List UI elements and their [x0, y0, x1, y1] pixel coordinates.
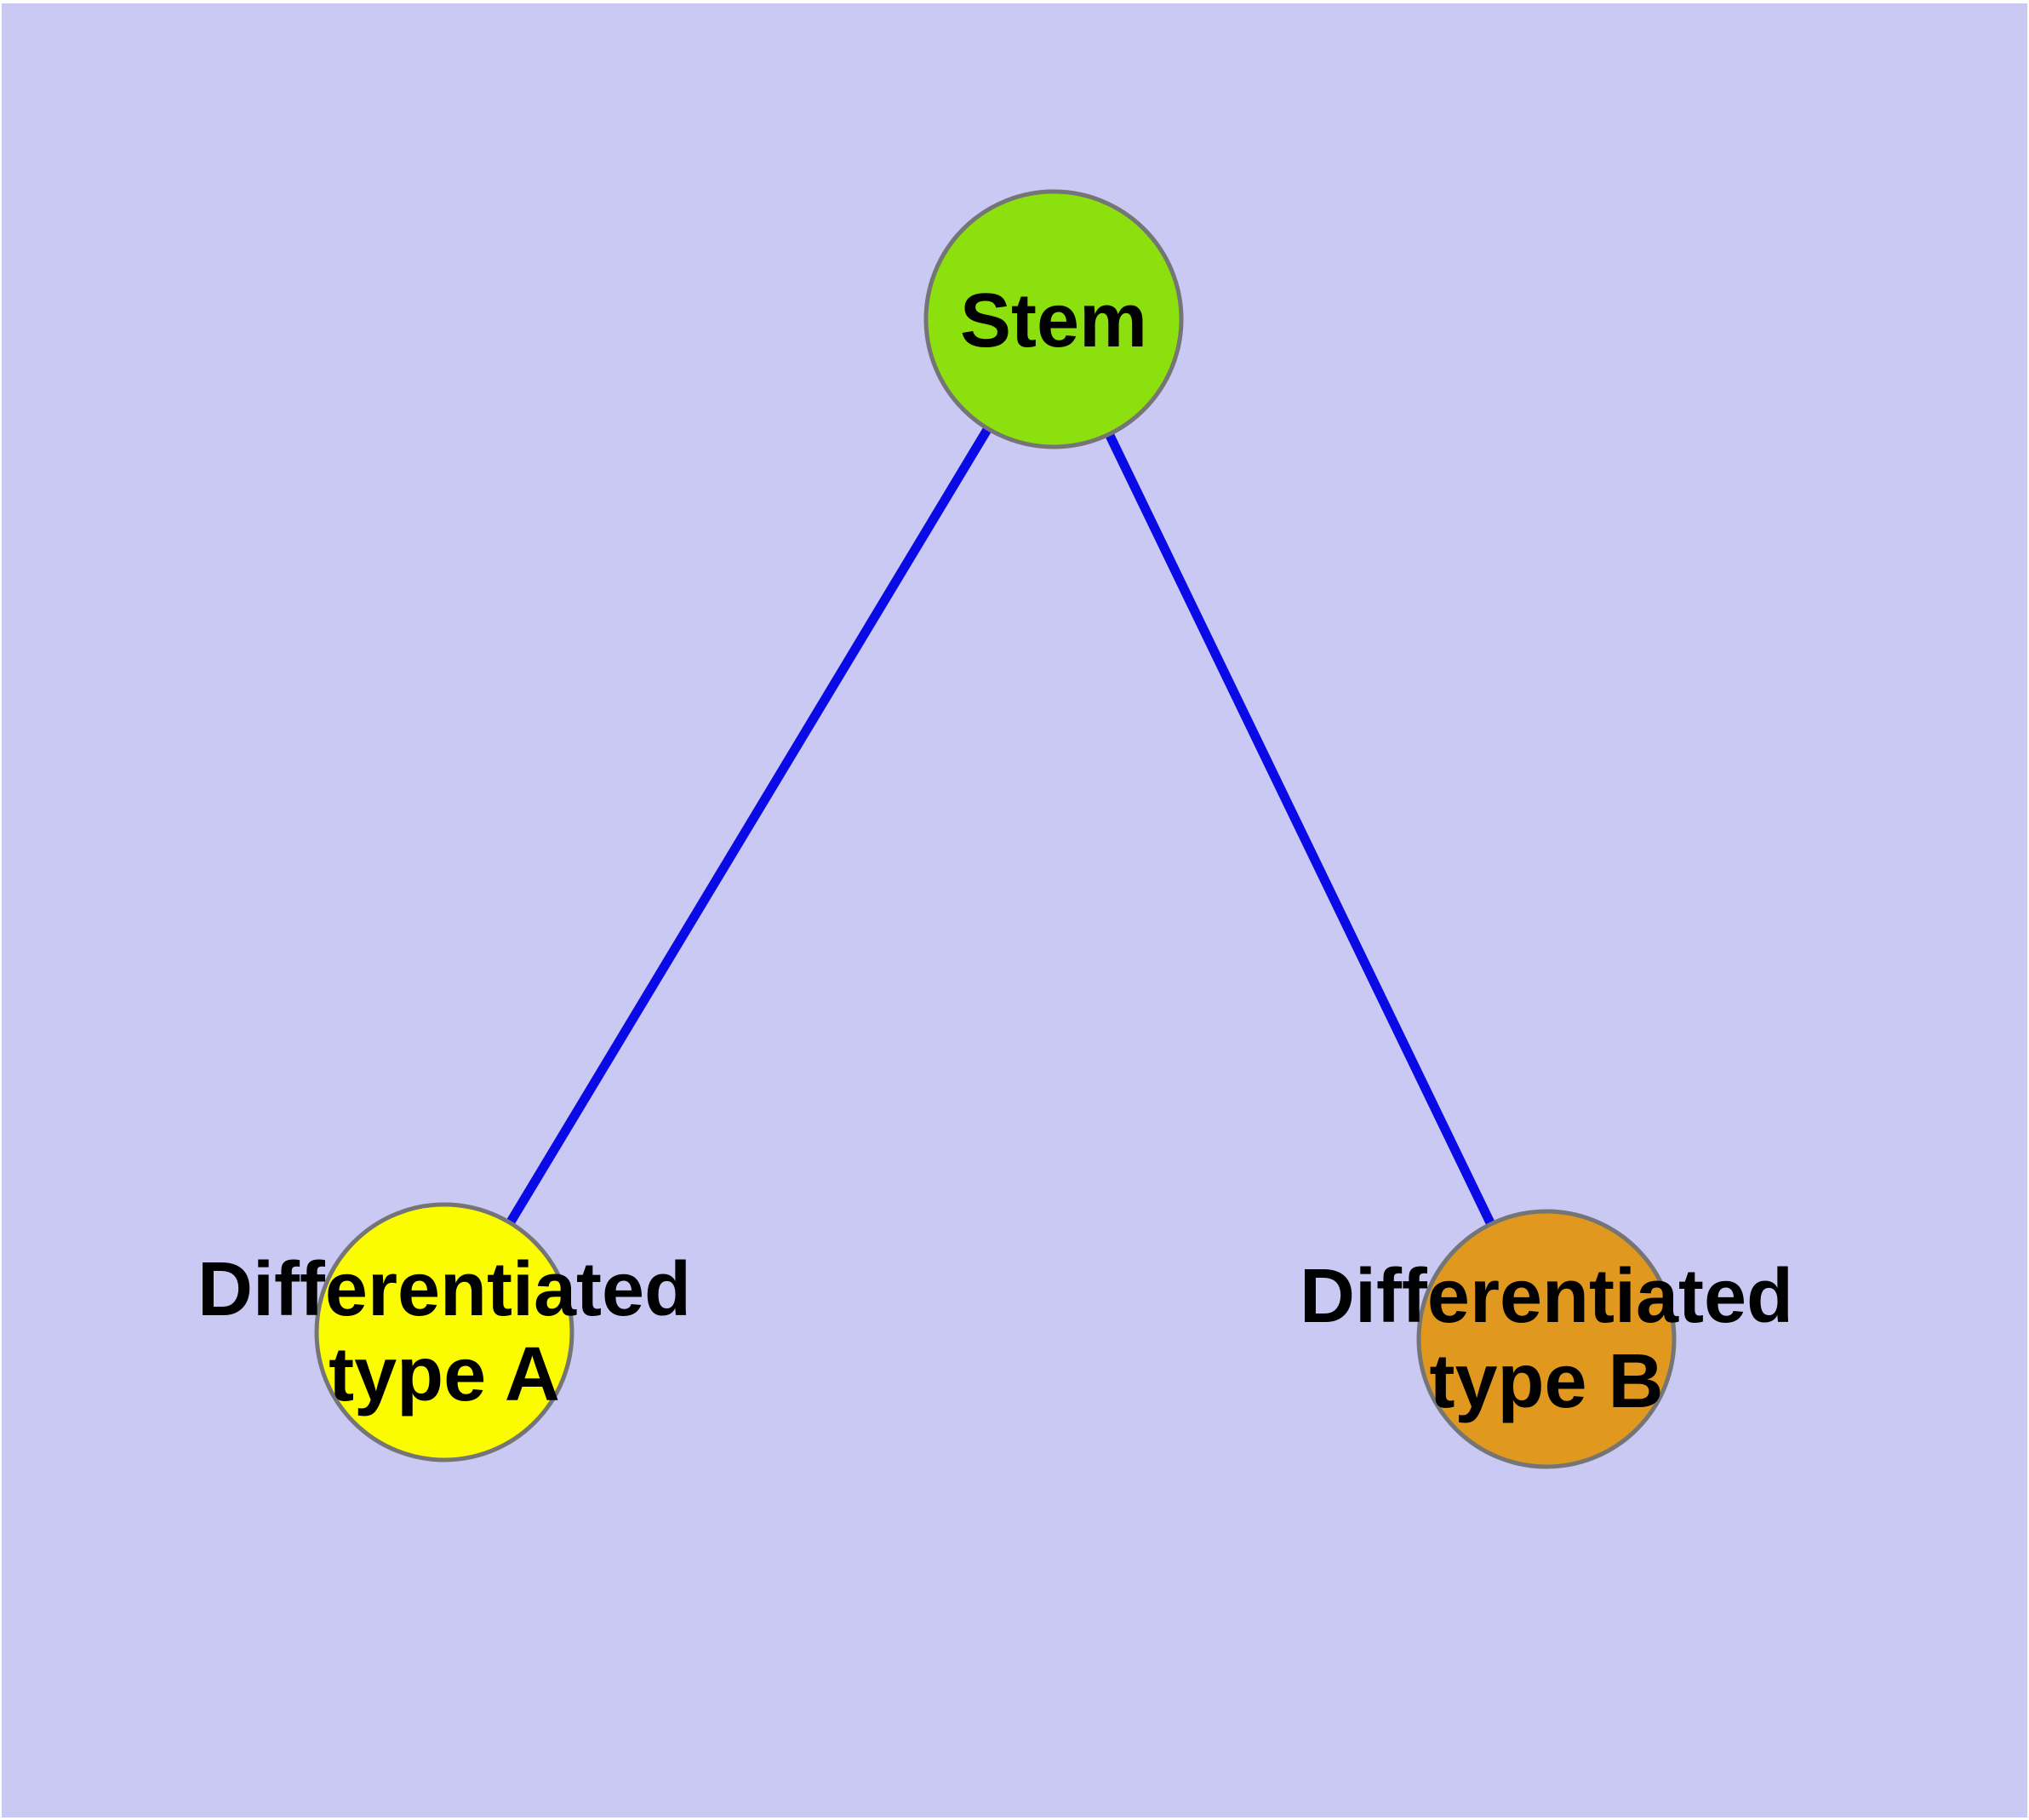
differentiated-type-a-circle[interactable]: [314, 1202, 574, 1462]
node-differentiated-type-a[interactable]: Differentiated type A: [197, 1202, 691, 1462]
differentiated-type-b-label-line2: type B: [1429, 1339, 1663, 1424]
stem-circle[interactable]: [923, 189, 1184, 449]
differentiated-type-b-label-line1: Differentiated: [1300, 1254, 1793, 1339]
differentiated-type-b-circle[interactable]: [1416, 1209, 1677, 1469]
differentiated-type-a-label-line1: Differentiated: [197, 1247, 691, 1332]
differentiated-type-a-label-line2: type A: [329, 1332, 560, 1417]
edge-stem-to-differentiated-type-a: [506, 426, 992, 1226]
node-differentiated-type-b[interactable]: Differentiated type B: [1300, 1209, 1793, 1469]
edge-stem-to-differentiated-type-b: [1105, 432, 1495, 1227]
node-stem[interactable]: Stem: [923, 189, 1184, 449]
stem-label: Stem: [960, 278, 1147, 363]
